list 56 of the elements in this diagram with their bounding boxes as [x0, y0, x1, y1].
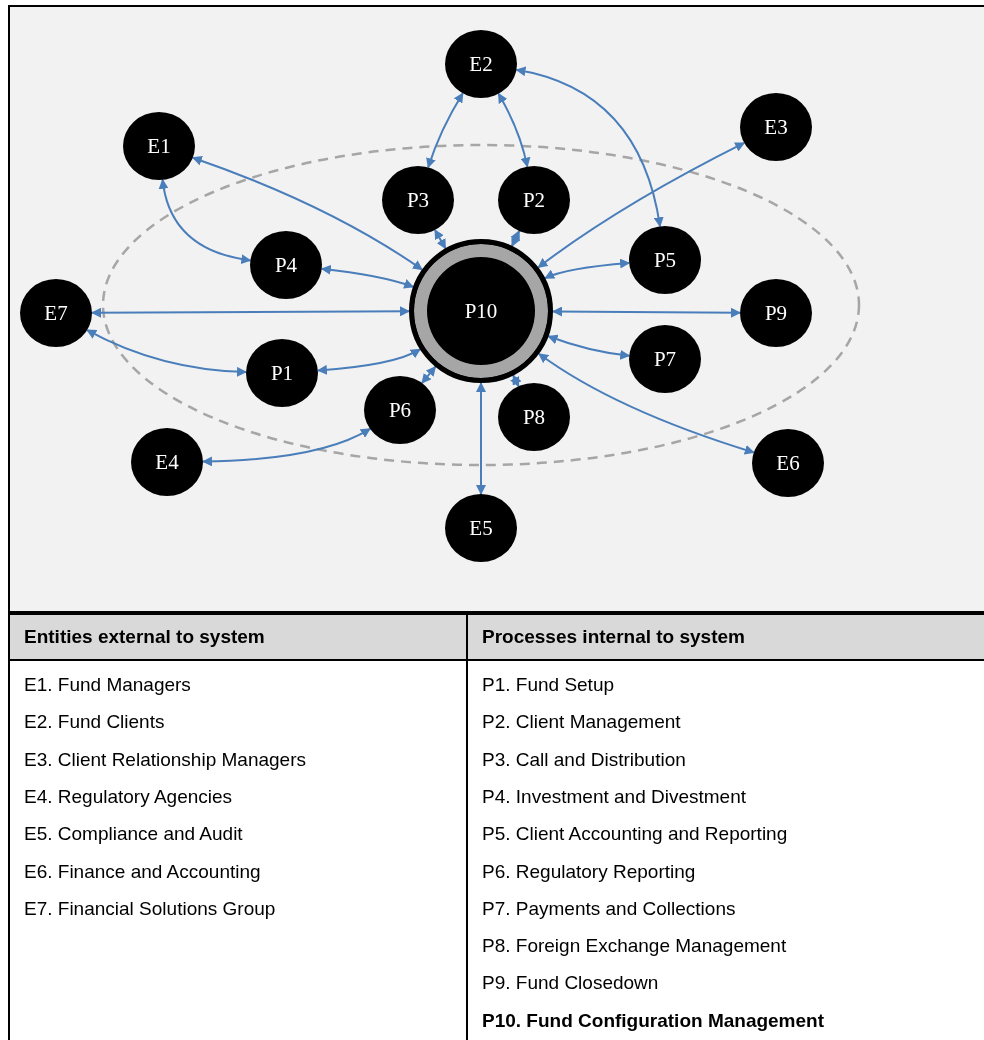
double-arrow [476, 382, 486, 495]
table-cell-text: E6. Finance and Accounting [24, 860, 261, 883]
table-cell-text: E1. Fund Managers [24, 674, 191, 696]
node-label: P2 [522, 187, 546, 213]
node-label: E5 [469, 515, 493, 541]
node-label: P1 [270, 360, 294, 386]
double-arrow [547, 334, 631, 360]
double-arrow [434, 229, 447, 250]
node-label: E1 [147, 133, 171, 159]
table-cell-text: P6. Regulatory Reporting [482, 860, 696, 883]
column-header: Entities external to system [24, 626, 265, 648]
node-label: E6 [776, 450, 800, 476]
node-label: P3 [406, 187, 430, 213]
node-label: E2 [469, 51, 493, 77]
double-arrow [510, 230, 521, 247]
node-label: E4 [155, 449, 179, 475]
node-label: P8 [522, 404, 546, 430]
double-arrow [202, 427, 371, 467]
table-cell-text: E2. Fund Clients [24, 711, 165, 734]
table-cell-text: P5. Client Accounting and Reporting [482, 823, 788, 846]
double-arrow [86, 329, 247, 377]
double-arrow [316, 348, 421, 375]
table-cell-text: P3. Call and Distribution [482, 748, 686, 771]
table-cell-text: P2. Client Management [482, 711, 681, 734]
double-arrow [159, 178, 252, 264]
table-cell-text: P10. Fund Configuration Management [482, 1009, 824, 1032]
double-arrow [191, 156, 424, 271]
double-arrow [320, 264, 415, 289]
double-arrow [544, 258, 631, 280]
node-label: P7 [653, 346, 677, 372]
double-arrow [537, 352, 755, 455]
node-label: P6 [388, 397, 412, 423]
table-cell-text: E5. Compliance and Audit [24, 823, 243, 846]
node-label: P9 [764, 300, 788, 326]
table-cell-text: P1. Fund Setup [482, 674, 615, 696]
node-label: P4 [274, 252, 298, 278]
table-cell-text: P9. Fund Closedown [482, 972, 659, 995]
double-arrow [510, 374, 522, 388]
node-label: P5 [653, 247, 677, 273]
node-label: E7 [44, 300, 68, 326]
double-arrow [515, 66, 664, 228]
table-cell-text: E7. Financial Solutions Group [24, 897, 276, 920]
double-arrow [421, 365, 437, 385]
double-arrow [552, 306, 741, 318]
double-arrow [497, 92, 531, 168]
node-label: E3 [764, 114, 788, 140]
table-cell-text: P7. Payments and Collections [482, 897, 736, 920]
double-arrow [91, 306, 410, 318]
column-header: Processes internal to system [482, 626, 745, 648]
table-cell-text: P4. Investment and Divestment [482, 785, 746, 808]
double-arrow [537, 141, 746, 269]
table-cell-text: E4. Regulatory Agencies [24, 785, 233, 808]
double-arrow [426, 92, 464, 169]
node-label: P10 [464, 298, 498, 324]
table-cell-text: P8. Foreign Exchange Management [482, 935, 787, 958]
table-cell-text: E3. Client Relationship Managers [24, 748, 306, 771]
